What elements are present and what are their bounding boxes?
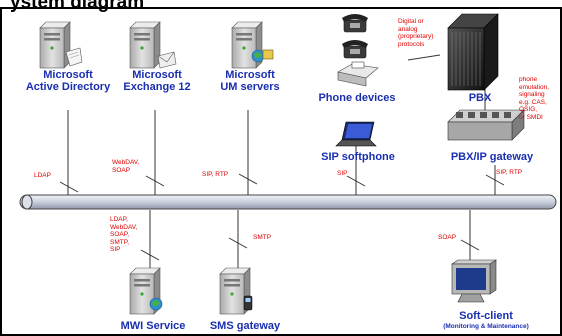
- protocol-sip: SIP: [337, 170, 348, 177]
- network-bus: [19, 194, 557, 210]
- label-phone-devices: Phone devices: [318, 92, 396, 104]
- sms-server-icon: [219, 267, 253, 315]
- tick-soap: [460, 239, 480, 251]
- label-mwi-service: MWI Service: [120, 320, 186, 332]
- gateway-icon: [447, 109, 525, 141]
- tick-sip-rtp-gw: [485, 174, 505, 186]
- pbx-icon: [447, 13, 499, 91]
- phone-devices-icon: [337, 14, 379, 87]
- protocol-digital-analog: Digital or analog (proprietary) protocol…: [398, 18, 434, 48]
- label-sms-gateway: SMS gateway: [209, 320, 281, 332]
- tick-ldap: [59, 181, 79, 193]
- label-active-directory: Microsoft Active Directory: [25, 69, 111, 93]
- tick-sip-rtp-um: [238, 173, 258, 185]
- protocol-webdav-soap: WebDAV, SOAP: [112, 159, 140, 174]
- protocol-mwi: LDAP, WebDAV, SOAP, SMTP, SIP: [110, 216, 138, 253]
- protocol-smtp: SMTP: [253, 234, 272, 241]
- tick-sip: [346, 175, 366, 187]
- monitor-icon: [451, 259, 497, 303]
- label-exchange: Microsoft Exchange 12: [123, 69, 191, 93]
- diagram-frame: [0, 7, 562, 336]
- protocol-soap: SOAP: [438, 234, 457, 241]
- active-directory-server-icon: [39, 21, 83, 69]
- um-server-icon: [231, 21, 274, 69]
- label-soft-client: Soft-client: [459, 310, 513, 322]
- label-soft-client-sub: (Monitoring & Maintenance): [443, 323, 529, 330]
- protocol-phone-emulation: phone emulation, signaling e.g. CAS, QSI…: [519, 76, 549, 121]
- laptop-icon: [335, 121, 377, 147]
- label-sip-softphone: SIP softphone: [321, 151, 395, 163]
- label-pbx: PBX: [468, 92, 492, 104]
- protocol-sip-rtp-gw: SIP, RTP: [496, 169, 523, 176]
- exchange-server-icon: [129, 21, 177, 69]
- tick-smtp: [228, 237, 248, 249]
- tick-webdav: [145, 175, 165, 187]
- mwi-server-icon: [129, 267, 163, 315]
- label-pbx-gateway: PBX/IP gateway: [450, 151, 534, 163]
- label-um-servers: Microsoft UM servers: [220, 69, 280, 93]
- diagram-title: ystem diagram: [10, 0, 145, 13]
- protocol-sip-rtp-um: SIP, RTP: [202, 171, 229, 178]
- connector-phones-pbx: [407, 54, 441, 61]
- protocol-ldap: LDAP: [34, 172, 51, 179]
- tick-mwi: [140, 249, 160, 261]
